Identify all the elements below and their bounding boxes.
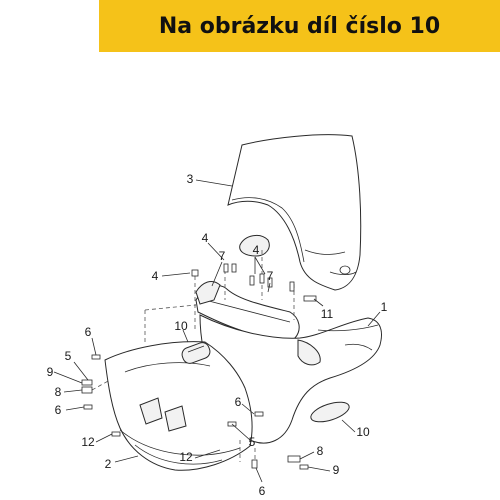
callout-6: 6 [235, 395, 242, 409]
callout-1: 1 [381, 300, 388, 314]
badge-part-10-right [310, 401, 350, 423]
front-shield-part-2 [104, 341, 253, 471]
callout-3: 3 [187, 172, 194, 186]
upper-bracket [195, 281, 300, 342]
callout-labels: 3 4 4 4 7 7 11 1 10 6 5 9 8 6 12 2 12 6 … [47, 172, 388, 498]
callout-2: 2 [105, 457, 112, 471]
callout-7: 7 [267, 269, 274, 283]
callout-12: 12 [179, 450, 193, 464]
banner-text: Na obrázku díl číslo 10 [158, 13, 441, 39]
callout-8: 8 [55, 385, 62, 399]
callout-7: 7 [219, 249, 226, 263]
callout-8: 8 [317, 444, 324, 458]
callout-6: 6 [85, 325, 92, 339]
callout-12: 12 [81, 435, 95, 449]
callout-9: 9 [333, 463, 340, 477]
callout-10: 10 [356, 425, 370, 439]
callout-4: 4 [253, 243, 260, 257]
callout-4: 4 [202, 231, 209, 245]
callout-4: 4 [152, 269, 159, 283]
leader-lines [53, 179, 381, 483]
badge-part-10-left [181, 342, 211, 364]
windshield-part-3 [227, 134, 362, 291]
callout-5: 5 [65, 349, 72, 363]
callout-5: 5 [249, 435, 256, 449]
part-number-banner: Na obrázku díl číslo 10 [99, 0, 500, 52]
callout-6: 6 [259, 484, 266, 498]
callout-9: 9 [47, 365, 54, 379]
callout-10: 10 [174, 319, 188, 333]
callout-11: 11 [321, 307, 334, 321]
callout-6: 6 [55, 403, 62, 417]
